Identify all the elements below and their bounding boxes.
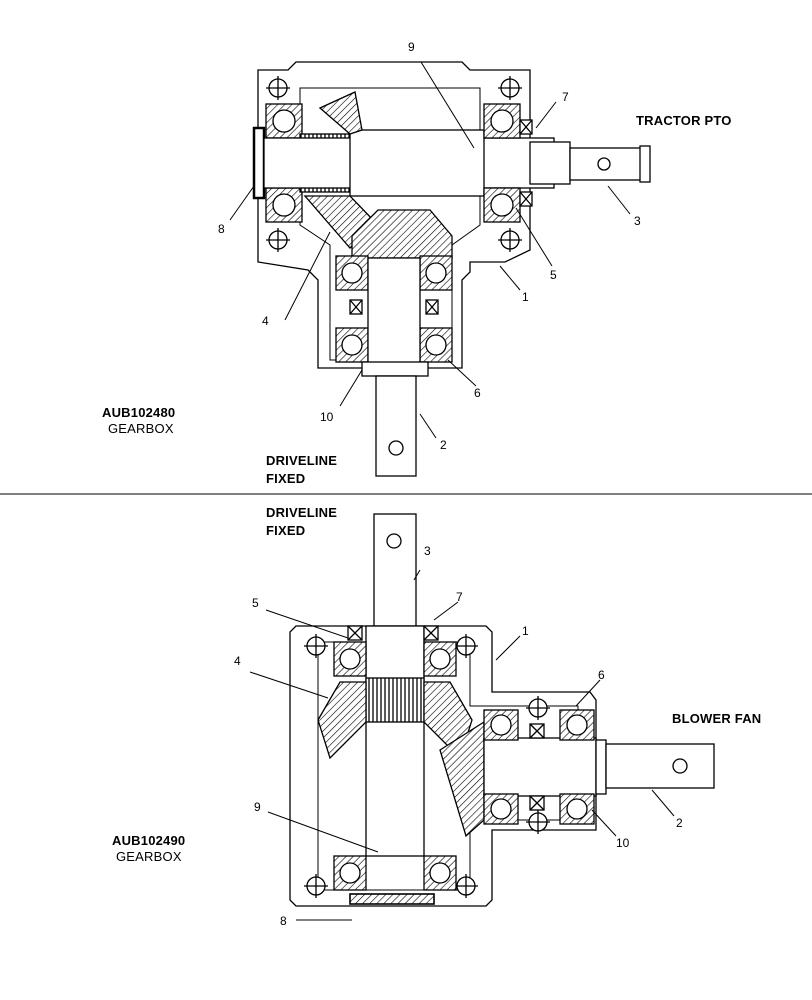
bottom-callout-5: 5 <box>252 596 259 610</box>
top-end-cap <box>252 126 266 200</box>
top-callout-2: 2 <box>440 438 447 452</box>
bottom-callout-2: 2 <box>676 816 683 830</box>
top-right-bearings <box>483 103 521 223</box>
bottom-housing-outline <box>289 625 597 907</box>
bottom-output-shaft <box>483 737 597 797</box>
bottom-callout-7: 7 <box>456 590 463 604</box>
top-gearbox <box>252 61 651 477</box>
bottom-callout-10: 10 <box>616 836 630 850</box>
top-housing-outline <box>257 61 531 369</box>
bottom-callout-3: 3 <box>424 544 431 558</box>
top-callout-6: 6 <box>474 386 481 400</box>
top-callout-8: 8 <box>218 222 225 236</box>
bottom-horizontal-bearings <box>483 709 595 825</box>
bottom-bevel-gear-driver <box>317 681 367 760</box>
bottom-model-label: AUB102490 <box>112 833 186 848</box>
tractor-pto-label: TRACTOR PTO <box>636 113 732 128</box>
bottom-input-shaft <box>373 513 417 627</box>
bottom-gearbox-name: GEARBOX <box>116 849 182 864</box>
top-seals <box>519 119 533 207</box>
top-callout-5: 5 <box>550 268 557 282</box>
top-pto-shaft <box>529 141 571 185</box>
top-callout-10: 10 <box>320 410 334 424</box>
bottom-driveline-label-1: DRIVELINE <box>266 505 338 520</box>
bottom-driveline-label-2: FIXED <box>266 523 306 538</box>
top-driveline-label-2: FIXED <box>266 471 306 486</box>
bottom-bottom-bearings <box>333 855 457 891</box>
bottom-callout-9: 9 <box>254 800 261 814</box>
top-driveline-label-1: DRIVELINE <box>266 453 338 468</box>
top-left-bearings <box>265 103 303 223</box>
bottom-end-cap <box>349 893 435 905</box>
bottom-gearbox <box>289 513 715 907</box>
leader-lines <box>229 61 675 921</box>
bottom-callout-8: 8 <box>280 914 287 928</box>
top-callout-4: 4 <box>262 314 269 328</box>
top-gearbox-name: GEARBOX <box>108 421 174 436</box>
top-callout-3: 3 <box>634 214 641 228</box>
bottom-top-bearings <box>333 641 457 677</box>
top-output-shaft <box>367 257 421 367</box>
top-mounting-bolts <box>266 76 522 252</box>
bottom-callout-1: 1 <box>522 624 529 638</box>
blower-fan-label: BLOWER FAN <box>672 711 762 726</box>
bottom-callout-4: 4 <box>234 654 241 668</box>
top-callout-9: 9 <box>408 40 415 54</box>
bottom-splined-hub <box>365 677 425 723</box>
top-callout-7: 7 <box>562 90 569 104</box>
top-model-label: AUB102480 <box>102 405 176 420</box>
top-bevel-gear-driver <box>318 91 363 135</box>
bottom-callout-6: 6 <box>598 668 605 682</box>
top-vertical-bearings <box>335 255 453 363</box>
top-callout-1: 1 <box>522 290 529 304</box>
bottom-mounting-bolts <box>304 634 550 898</box>
